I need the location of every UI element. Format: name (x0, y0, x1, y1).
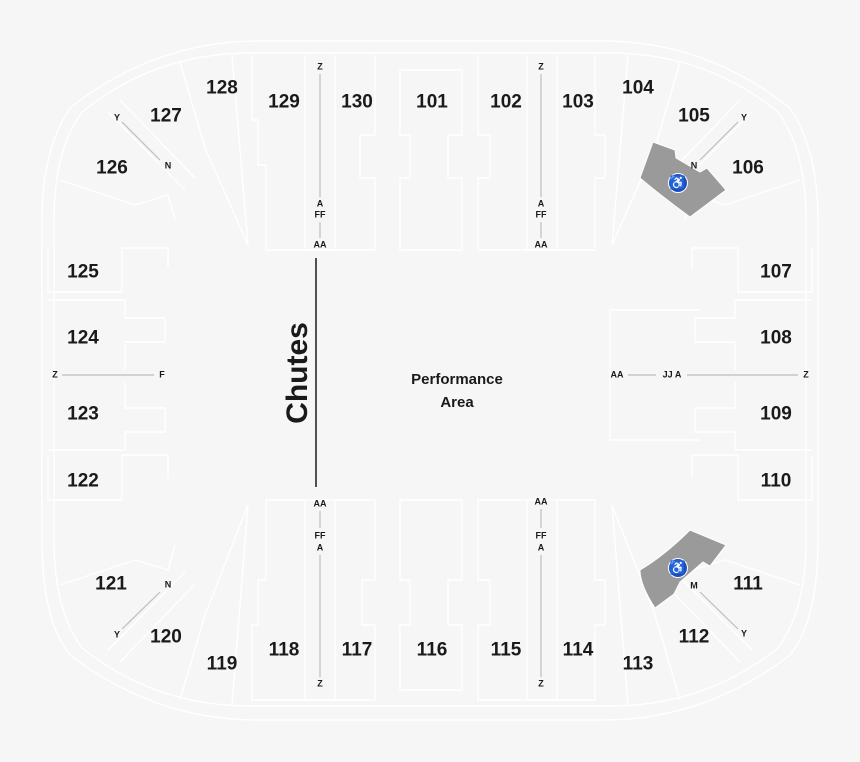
row-label: FF (535, 209, 547, 220)
section-104[interactable]: 104 (622, 77, 654, 99)
row-label: Z (538, 678, 544, 689)
section-129[interactable]: 129 (268, 91, 300, 113)
section-110[interactable]: 110 (760, 470, 792, 492)
section-121[interactable]: 121 (95, 573, 127, 595)
section-125[interactable]: 125 (67, 261, 99, 283)
row-label: A (316, 198, 324, 209)
wheelchair-icon[interactable]: ♿ (668, 173, 688, 193)
row-label: AA (534, 496, 548, 507)
section-102[interactable]: 102 (490, 91, 522, 113)
row-label: AA (610, 369, 624, 380)
section-103[interactable]: 103 (562, 91, 594, 113)
row-label: Z (538, 61, 544, 72)
row-label: Z (803, 369, 809, 380)
section-116[interactable]: 116 (416, 639, 448, 661)
section-105[interactable]: 105 (678, 105, 710, 127)
section-109[interactable]: 109 (760, 403, 792, 425)
section-118[interactable]: 118 (268, 639, 300, 661)
row-label: Z (317, 678, 323, 689)
section-117[interactable]: 117 (341, 639, 373, 661)
section-127[interactable]: 127 (150, 105, 182, 127)
row-label: A (316, 542, 324, 553)
section-119[interactable]: 119 (206, 653, 238, 675)
section-122[interactable]: 122 (67, 470, 99, 492)
performance-area-line2: Area (440, 394, 474, 411)
row-label: Y (740, 112, 748, 123)
row-label: AA (313, 498, 327, 509)
row-label: FF (535, 530, 547, 541)
section-107[interactable]: 107 (760, 261, 792, 283)
section-124[interactable]: 124 (67, 327, 99, 349)
section-130[interactable]: 130 (341, 91, 373, 113)
row-label: N (164, 160, 172, 171)
section-113[interactable]: 113 (622, 653, 654, 675)
row-label: FF (314, 209, 326, 220)
section-101[interactable]: 101 (416, 91, 448, 113)
section-123[interactable]: 123 (67, 403, 99, 425)
row-label: FF (314, 530, 326, 541)
section-108[interactable]: 108 (760, 327, 792, 349)
wheelchair-icon[interactable]: ♿ (668, 558, 688, 578)
section-106[interactable]: 106 (732, 157, 764, 179)
row-label: Z (52, 369, 58, 380)
section-114[interactable]: 114 (562, 639, 594, 661)
section-128[interactable]: 128 (206, 77, 238, 99)
row-label: Y (113, 629, 121, 640)
row-label: Y (740, 628, 748, 639)
row-label: JJ A (662, 369, 682, 380)
row-label: A (537, 542, 545, 553)
performance-area-label: Performance Area (411, 368, 503, 414)
row-label: AA (534, 239, 548, 250)
section-126[interactable]: 126 (96, 157, 128, 179)
section-111[interactable]: 111 (733, 573, 763, 595)
row-label: N (690, 160, 698, 171)
row-label: F (159, 369, 165, 380)
performance-area-line1: Performance (411, 371, 503, 388)
section-112[interactable]: 112 (678, 626, 710, 648)
row-label: M (690, 580, 698, 591)
section-115[interactable]: 115 (490, 639, 522, 661)
row-label: A (537, 198, 545, 209)
row-label: N (164, 579, 172, 590)
row-label: Z (317, 61, 323, 72)
inner-ring (53, 52, 807, 707)
row-label: Y (113, 112, 121, 123)
section-120[interactable]: 120 (150, 626, 182, 648)
row-label: AA (313, 239, 327, 250)
chutes-label: Chutes (281, 322, 314, 424)
outer-ring (41, 40, 819, 721)
